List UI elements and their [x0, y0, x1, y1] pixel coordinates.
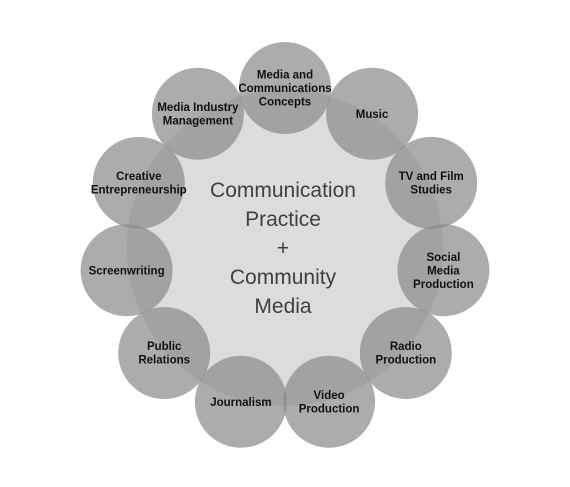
node-label-line: Music: [356, 109, 389, 121]
node-circle-music: [326, 67, 419, 160]
node-label-line: Concepts: [259, 97, 311, 109]
node-label-line: Production: [413, 279, 474, 291]
node-circle-creative-entrepreneurship: [92, 136, 185, 229]
node-circles: [80, 42, 490, 448]
node-label-line: TV and Film: [399, 171, 464, 183]
node-circle-video-production: [283, 355, 376, 448]
node-label-line: Media and: [257, 70, 313, 82]
node-label-line: Production: [375, 355, 436, 367]
node-label-line: Relations: [138, 355, 190, 367]
node-circle-tv-film-studies: [385, 136, 478, 229]
node-circle-media-industry-management: [151, 67, 244, 160]
node-circle-social-media-production: [397, 224, 490, 317]
node-label-line: Entrepreneurship: [91, 185, 187, 197]
center-label-line: Media: [254, 295, 312, 318]
node-label-line: Screenwriting: [89, 265, 165, 277]
node-label-line: Production: [299, 404, 360, 416]
node-circle-media-comms-concepts: [239, 42, 331, 134]
center-label-line: Practice: [245, 208, 321, 231]
node-label-screenwriting: Screenwriting: [89, 265, 165, 277]
node-label-music: Music: [356, 109, 389, 121]
node-label-line: Social: [426, 252, 460, 264]
node-label-line: Studies: [410, 185, 452, 197]
center-label-line: Community: [230, 266, 337, 289]
node-label-line: Creative: [116, 171, 161, 183]
center-label-line: +: [277, 237, 289, 260]
node-label-line: Public: [147, 341, 182, 353]
node-label-line: Media Industry: [157, 102, 239, 114]
node-label-line: Journalism: [210, 397, 271, 409]
node-circle-screenwriting: [80, 224, 173, 317]
node-label-line: Video: [314, 390, 345, 402]
node-label-line: Communications: [238, 83, 331, 95]
node-label-line: Media: [427, 265, 460, 277]
node-circle-public-relations: [118, 307, 211, 399]
node-label-line: Management: [163, 116, 233, 128]
node-label-line: Radio: [390, 341, 422, 353]
center-circle: [127, 90, 443, 406]
node-circle-radio-production: [359, 307, 452, 399]
node-circle-journalism: [194, 355, 287, 448]
center-label-line: Communication: [210, 179, 356, 202]
node-label-journalism: Journalism: [210, 397, 271, 409]
